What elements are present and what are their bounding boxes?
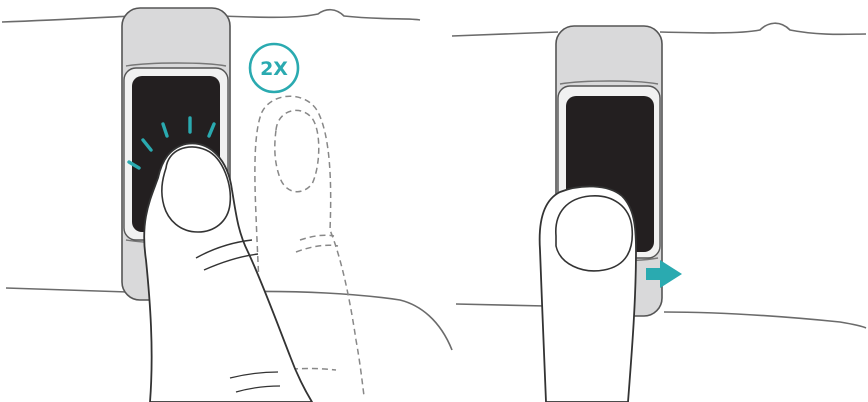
right-panel-button-press [452,23,866,402]
right-wrist-bottom-line [456,304,866,328]
double-tap-badge-label: 2X [260,58,288,80]
pressing-finger [540,186,636,402]
double-tap-badge-icon: 2X [250,44,298,92]
left-panel-double-tap: 2X [2,8,452,402]
tapping-finger [144,143,312,402]
